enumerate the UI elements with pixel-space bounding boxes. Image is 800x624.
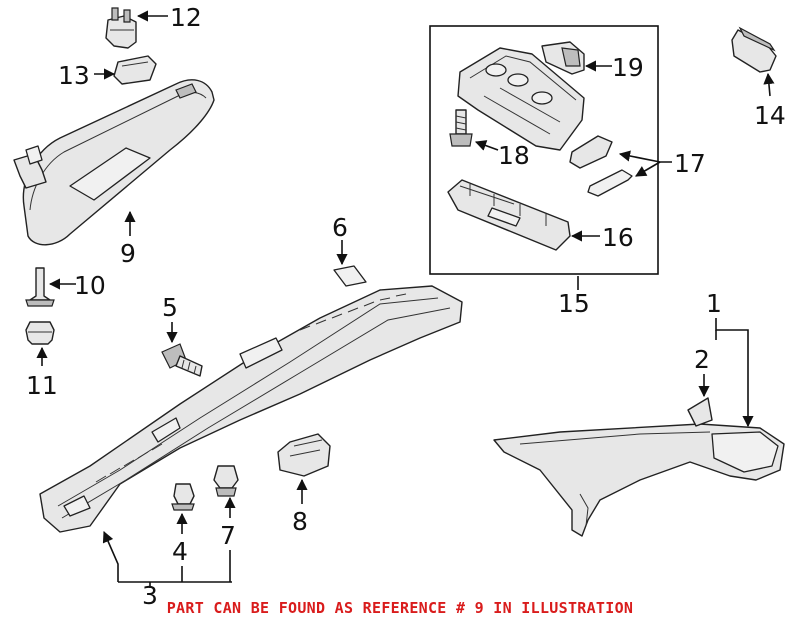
callout-2: 2 (694, 345, 710, 374)
part-console-housing (457, 47, 585, 151)
callout-8: 8 (292, 507, 308, 536)
part-1-pillar-trim (493, 423, 785, 537)
callout-18: 18 (498, 141, 530, 170)
leader-17b (635, 161, 661, 177)
leader-17a (618, 150, 672, 163)
part-13-cover (113, 55, 157, 85)
footer-note: PART CAN BE FOUND AS REFERENCE # 9 IN IL… (167, 599, 634, 617)
part-9-sun-visor (13, 79, 215, 246)
part-12-clip (105, 7, 137, 49)
part-3-trim-panel (39, 285, 463, 533)
callout-14: 14 (754, 101, 786, 130)
part-7-clip (213, 465, 239, 497)
callout-10: 10 (74, 271, 106, 300)
part-19-switch (541, 41, 585, 75)
console-group-box (429, 25, 659, 275)
callout-17: 17 (674, 149, 706, 178)
leader-18 (474, 140, 499, 151)
callout-6: 6 (332, 213, 348, 242)
part-11-grommet (25, 321, 55, 345)
leader-14 (763, 72, 775, 97)
part-5-bolt (161, 343, 203, 377)
callout-4: 4 (172, 537, 188, 566)
callout-7: 7 (220, 521, 236, 550)
part-8-bracket (277, 433, 331, 477)
callout-15: 15 (558, 289, 590, 318)
callout-16: 16 (602, 223, 634, 252)
part-18-bolt (449, 109, 473, 147)
part-16-console-base (447, 179, 571, 251)
callout-12: 12 (170, 3, 202, 32)
callout-5: 5 (162, 293, 178, 322)
callout-13: 13 (58, 61, 90, 90)
callout-11: 11 (26, 371, 58, 400)
part-2-insert (687, 397, 713, 427)
leader-1 (715, 318, 754, 428)
part-4-clip (171, 483, 195, 511)
callout-1: 1 (706, 289, 722, 318)
part-14-lamp (731, 26, 777, 73)
callout-3: 3 (142, 581, 158, 610)
part-10-pin (25, 267, 55, 307)
part-6-label (333, 265, 367, 287)
callout-19: 19 (612, 53, 644, 82)
part-17-lenses (569, 135, 633, 197)
callout-9: 9 (120, 239, 136, 268)
leader-3a (102, 530, 119, 582)
